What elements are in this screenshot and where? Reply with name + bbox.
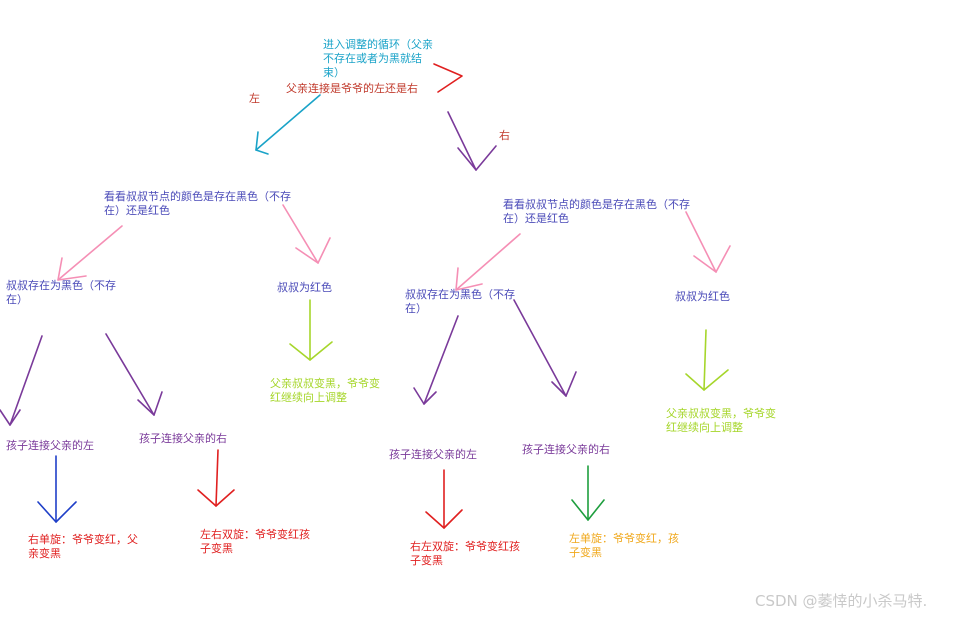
arrow-rr-action: [571, 465, 605, 521]
right-uncle-check: 看看叔叔节点的颜色是存在黑色（不存 在）还是红色: [503, 198, 690, 225]
arrow-left-red: [282, 204, 331, 264]
arrow-right-branch: [447, 111, 497, 171]
arrow-rl: [413, 315, 459, 405]
root-node: 进入调整的循环（父亲 不存在或者为黑就结 束）: [323, 38, 433, 79]
right-uncle-black: 叔叔存在为黑色（不存 在）: [405, 288, 515, 315]
left-right-rotation-action: 左右双旋：爷爷变红孩 子变黑: [200, 528, 310, 555]
arrow-right-black: [455, 233, 521, 291]
left-child-left: 孩子连接父亲的左: [6, 439, 94, 452]
arrow-left-branch: [255, 94, 321, 155]
left-rotation-action: 左单旋：爷爷变红，孩 子变黑: [569, 532, 679, 559]
arrow-lr-action: [197, 449, 235, 507]
arrow-ll-action: [37, 455, 77, 523]
left-uncle-black: 叔叔存在为黑色（不存 在）: [6, 279, 116, 306]
right-uncle-red: 叔叔为红色: [675, 290, 730, 303]
left-mark: 左: [249, 92, 260, 105]
arrow-lr: [105, 333, 163, 416]
right-mark: 右: [499, 129, 510, 142]
arrow-right-red: [685, 211, 731, 273]
left-child-right: 孩子连接父亲的右: [139, 432, 227, 445]
right-rotation-action: 右单旋：爷爷变红，父 亲变黑: [28, 533, 138, 560]
arrow-rr: [513, 299, 577, 397]
root-arrow: [433, 63, 463, 93]
right-child-right: 孩子连接父亲的右: [522, 443, 610, 456]
right-left-rotation-action: 右左双旋：爷爷变红孩 子变黑: [410, 540, 520, 567]
left-uncle-check: 看看叔叔节点的颜色是存在黑色（不存 在）还是红色: [104, 190, 291, 217]
question-node: 父亲连接是爷爷的左还是右: [286, 82, 418, 95]
arrow-right-red-action: [685, 329, 729, 391]
arrow-left-black: [57, 225, 123, 281]
left-uncle-red: 叔叔为红色: [277, 281, 332, 294]
right-red-action: 父亲叔叔变黑，爷爷变 红继续向上调整: [666, 407, 776, 434]
left-red-action: 父亲叔叔变黑，爷爷变 红继续向上调整: [270, 377, 380, 404]
watermark: CSDN @萎悻的小杀马特.: [755, 592, 928, 610]
arrow-rl-action: [425, 469, 463, 529]
right-child-left: 孩子连接父亲的左: [389, 448, 477, 461]
arrow-left-red-action: [289, 299, 333, 361]
arrow-ll: [0, 335, 43, 426]
